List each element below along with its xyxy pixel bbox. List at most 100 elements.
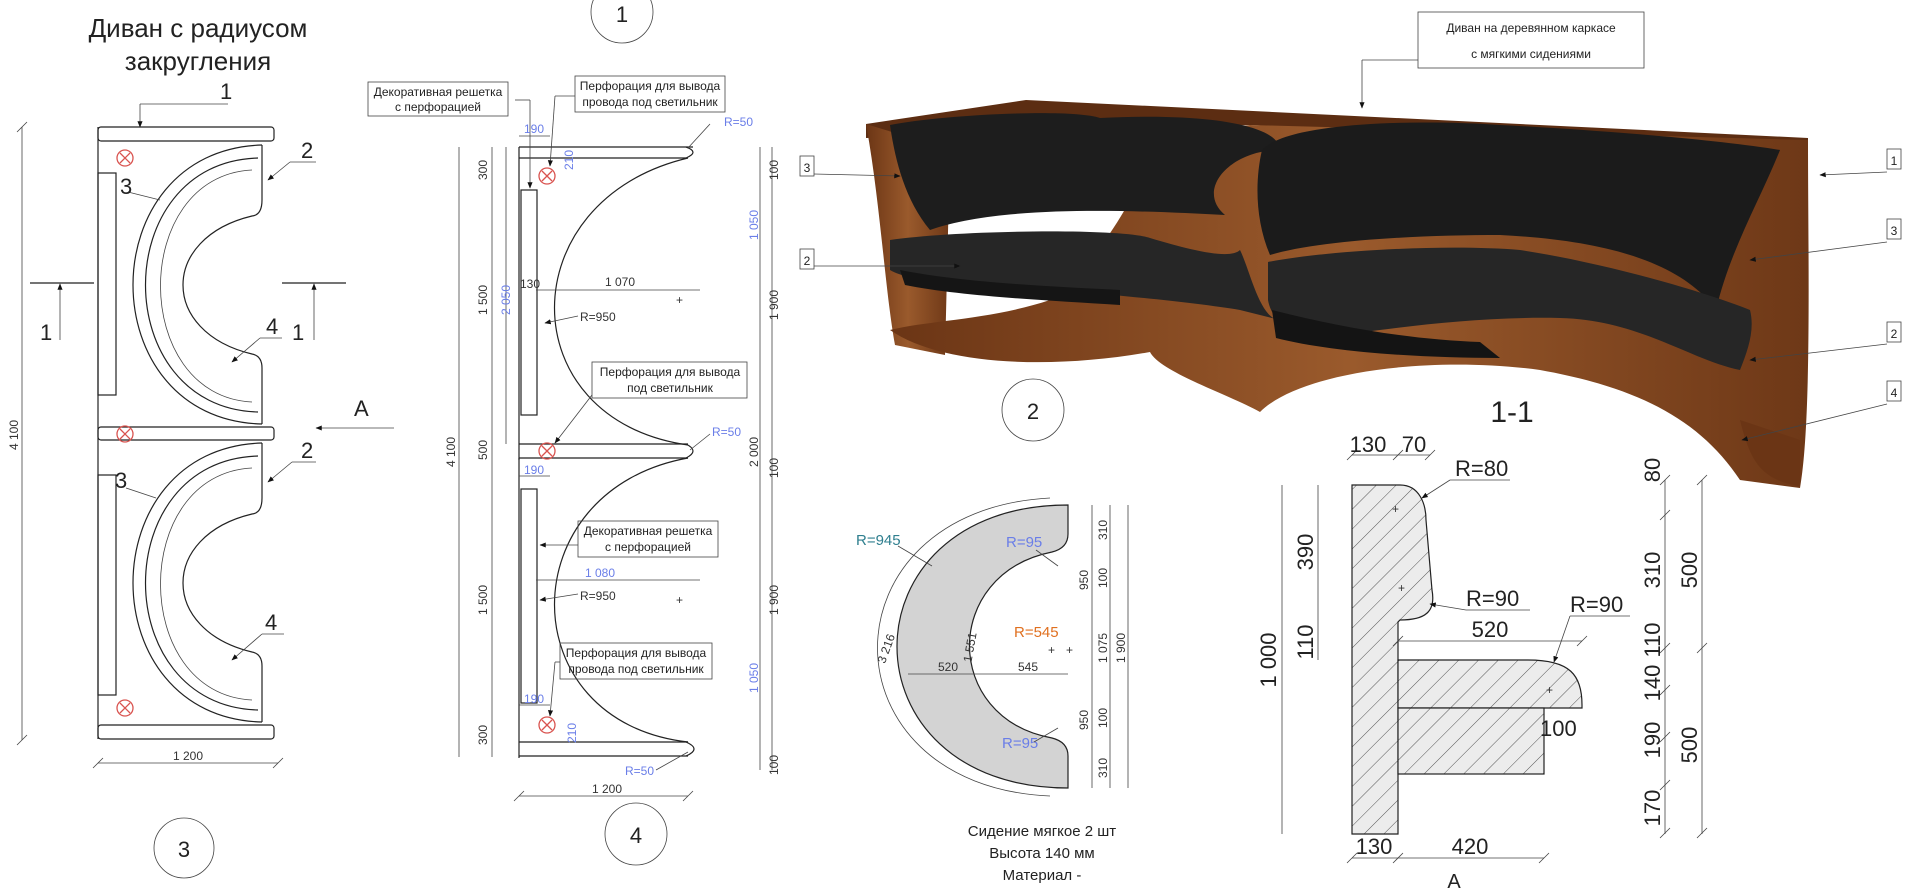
view-3-plan: Диван с радиусом закругления 1 2 3	[7, 13, 394, 879]
dim-210a: 210	[562, 150, 576, 170]
section-d390: 390	[1293, 534, 1318, 571]
dim-r100b: 100	[767, 458, 781, 478]
callout-3d-1-right-text: 1	[1891, 154, 1898, 168]
section-d100: 100	[1540, 716, 1577, 741]
dim-500: 500	[476, 440, 490, 460]
section-right-310: 310	[1640, 552, 1665, 589]
seat-d100b: 100	[1096, 708, 1110, 728]
note-wire-bottom-box	[559, 642, 713, 680]
section-seat	[1397, 659, 1583, 709]
view3-callout-2a: 2	[301, 138, 313, 163]
section-right-190: 190	[1640, 722, 1665, 759]
view4-top-marker: 1	[616, 2, 628, 27]
callout-3d-3-left	[799, 155, 815, 177]
view3-section-right: 1	[292, 320, 304, 345]
note-grille-top-box	[367, 81, 509, 117]
note-wire-top-line1: Перфорация для вывода	[580, 79, 721, 93]
seat-r545: R=545	[1014, 624, 1059, 641]
backrest-left	[890, 113, 1280, 230]
seat-arc-bottom	[182, 443, 263, 722]
seat-d1075: 1 075	[1096, 633, 1110, 663]
seat-d310a: 310	[1096, 520, 1110, 540]
section-right-80: 80	[1640, 458, 1665, 482]
note-grille-bottom-line1: Декоративная решетка	[584, 524, 713, 538]
seat-r945: R=945	[856, 532, 901, 549]
callout-3d-1-right	[1886, 148, 1902, 170]
backrest-arc-top	[132, 144, 263, 425]
view4-top-marker-circle	[590, 0, 654, 44]
seat-d100a: 100	[1096, 568, 1110, 588]
view3-callout-3a: 3	[120, 174, 132, 199]
view3-callout-3b: 3	[115, 468, 127, 493]
view3-callout-4b: 4	[265, 610, 277, 635]
dim-r2000: 2 000	[747, 437, 761, 467]
sofa-frame-top-bar	[97, 126, 275, 142]
lamp-mark-3	[116, 699, 134, 717]
seat-right	[1268, 247, 1752, 370]
seat-r95b: R=95	[1002, 735, 1038, 752]
grille-panel-bottom	[97, 474, 117, 696]
lamp-mark-mid	[538, 442, 556, 460]
view2-marker-circle	[1001, 378, 1065, 442]
dim-190b: 190	[524, 463, 544, 477]
section-cross-1: +	[1392, 502, 1399, 516]
dim-r1900a: 1 900	[767, 290, 781, 320]
frame-arc-top	[554, 157, 689, 446]
seat-d545: 545	[1018, 660, 1038, 674]
dim-r100a: 100	[767, 160, 781, 180]
dim-130: 130	[520, 277, 540, 291]
callout-3d-3-right-text: 3	[1891, 224, 1898, 238]
backrest-arc-bottom	[132, 442, 263, 723]
note-wire-top-line2: провода под светильник	[582, 95, 718, 109]
dim-r50c: R=50	[625, 764, 654, 778]
dim-r50b: R=50	[712, 425, 741, 439]
section-d70: 70	[1402, 432, 1426, 457]
sofa-3d-render: Диван на деревянном каркасе с мягкими си…	[799, 11, 1902, 488]
seat-d520: 520	[938, 660, 958, 674]
seat-d1551: 1 551	[961, 631, 980, 663]
note-lamp-mid-line2: под светильник	[627, 381, 714, 395]
seat-left	[890, 231, 1280, 320]
dim-300a: 300	[476, 160, 490, 180]
view4-marker-circle	[604, 802, 668, 866]
callout-3d-2-left-text: 2	[804, 254, 811, 268]
view4-dimensions: 190 210 R=50 300 1 500 500 1 500 300 2 0…	[444, 115, 781, 802]
seat-caption-line1: Сидение мягкое 2 шт	[968, 823, 1117, 840]
callout-3d-2-right-text: 2	[1891, 327, 1898, 341]
section-right-total-500b: 500	[1677, 727, 1702, 764]
seat-caption-line2: Высота 140 мм	[989, 845, 1095, 862]
backrest-right	[1257, 122, 1780, 310]
dim-1070: 1 070	[605, 275, 635, 289]
view3-callout-1: 1	[220, 79, 232, 104]
sofa-frame-bottom-bar	[97, 724, 275, 740]
dim-r50a: R=50	[724, 115, 753, 129]
section-back-panel	[1351, 484, 1434, 835]
seat-detail: R=945 R=95 R=545 + + R=95 3 216 1 551 52…	[856, 497, 1129, 884]
seat-d310b: 310	[1096, 758, 1110, 778]
dim-190a: 190	[524, 122, 544, 136]
section-view-label: A	[1447, 871, 1461, 893]
callout-3d-3-left-text: 3	[804, 161, 811, 175]
dim-r100c: 100	[767, 755, 781, 775]
view-4-frame: 1 Декоративная решетка с перфорацией Пер…	[367, 0, 781, 866]
section-right-140: 140	[1640, 665, 1665, 702]
callout-3d-4-right-text: 4	[1891, 386, 1898, 400]
lamp-mark-1	[116, 149, 134, 167]
callout-3d-2-right	[1886, 321, 1902, 343]
section-cross-2: +	[1398, 581, 1405, 595]
section-1-1: 1-1 + + + 130 70 R=80 R=90 520 R=90 100 …	[1256, 396, 1708, 893]
callout-3d-4-right	[1886, 380, 1902, 402]
note-3d-line1: Диван на деревянном каркасе	[1446, 21, 1616, 35]
section-d130-bot: 130	[1356, 834, 1393, 859]
view3-view-arrow-label: A	[354, 396, 369, 421]
dim-r1050a: 1 050	[747, 210, 761, 240]
grille-panel-top	[97, 172, 117, 396]
lamp-mark-top	[538, 167, 556, 185]
dim-r950b: R=950	[580, 589, 616, 603]
grille-panel-top	[520, 189, 538, 416]
note-3d-box	[1417, 11, 1645, 69]
lamp-mark-bottom	[538, 716, 556, 734]
section-d1000: 1 000	[1256, 632, 1281, 687]
view3-title-line2: закругления	[125, 46, 271, 76]
